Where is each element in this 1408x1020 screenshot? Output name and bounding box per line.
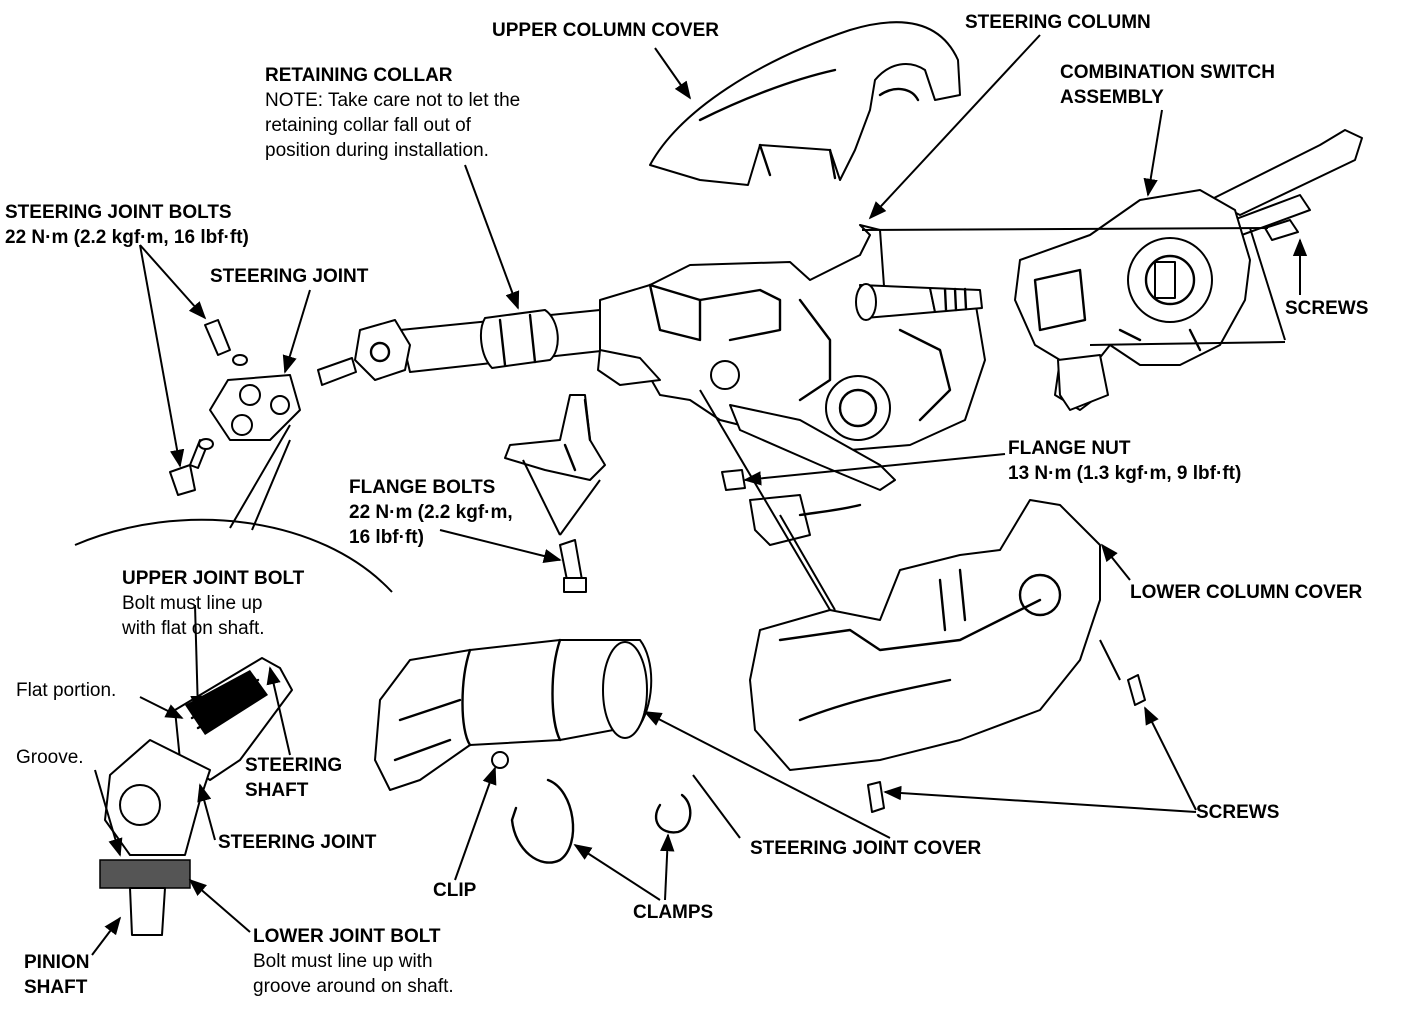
- label-flange-nut-spec: 13 N·m (1.3 kgf·m, 9 lbf·ft): [1008, 463, 1242, 484]
- label-pinion-shaft-line2: SHAFT: [24, 977, 88, 998]
- label-pinion-shaft: PINION SHAFT: [24, 950, 89, 1000]
- label-steering-joint-bolts: STEERING JOINT BOLTS 22 N·m (2.2 kgf·m, …: [5, 200, 249, 250]
- label-steering-shaft: STEERING SHAFT: [245, 753, 342, 803]
- label-steering-column: STEERING COLUMN: [965, 12, 1151, 33]
- label-clamps: CLAMPS: [633, 902, 714, 923]
- label-flange-bolts: FLANGE BOLTS 22 N·m (2.2 kgf·m, 16 lbf·f…: [349, 475, 513, 550]
- label-retaining-collar-note-3: position during installation.: [265, 140, 489, 161]
- label-steering-joint-bottom: STEERING JOINT: [218, 832, 377, 853]
- clip-part: [491, 751, 509, 769]
- label-steering-shaft-line1: STEERING: [245, 755, 343, 776]
- label-screws-right: SCREWS: [1285, 298, 1369, 319]
- label-steering-joint-bolts-spec: 22 N·m (2.2 kgf·m, 16 lbf·ft): [5, 227, 249, 248]
- label-flat-portion: Flat portion.: [16, 680, 117, 701]
- lower-column-cover-part: [749, 499, 1101, 771]
- detail-joint-assembly: [99, 657, 293, 936]
- label-clip: CLIP: [433, 880, 477, 901]
- steering-column-part: [399, 224, 986, 491]
- label-combination-switch-line2: ASSEMBLY: [1060, 87, 1164, 108]
- label-steering-joint-bolts-title: STEERING JOINT BOLTS: [5, 202, 232, 223]
- label-steering-joint-top: STEERING JOINT: [210, 266, 369, 287]
- label-flange-nut-title: FLANGE NUT: [1008, 438, 1131, 459]
- upper-column-cover-part: [649, 21, 961, 186]
- label-steering-joint-cover: STEERING JOINT COVER: [750, 838, 982, 859]
- label-lower-joint-bolt-note-1: Bolt must line up with: [253, 951, 433, 972]
- label-groove: Groove.: [16, 747, 84, 768]
- label-retaining-collar-note-2: retaining collar fall out of: [265, 115, 471, 136]
- combination-switch-part: [1014, 129, 1363, 411]
- label-pinion-shaft-line1: PINION: [24, 952, 90, 973]
- label-screws-lower: SCREWS: [1196, 802, 1280, 823]
- label-retaining-collar-title: RETAINING COLLAR: [265, 65, 453, 86]
- label-lower-joint-bolt: LOWER JOINT BOLT Bolt must line up with …: [253, 924, 454, 999]
- label-upper-column-cover: UPPER COLUMN COVER: [492, 20, 719, 41]
- label-flange-bolts-spec-2: 16 lbf·ft): [349, 527, 424, 548]
- label-upper-joint-bolt-note-2: with flat on shaft.: [122, 618, 265, 639]
- label-upper-joint-bolt: UPPER JOINT BOLT Bolt must line up with …: [122, 566, 304, 641]
- lower-cover-screw-2: [867, 781, 885, 813]
- label-retaining-collar-note-1: NOTE: Take care not to let the: [265, 90, 521, 111]
- steering-joint-cover-part: [374, 638, 653, 791]
- label-retaining-collar: RETAINING COLLAR NOTE: Take care not to …: [265, 63, 520, 163]
- label-flange-bolts-spec-1: 22 N·m (2.2 kgf·m,: [349, 502, 513, 523]
- label-combination-switch-line1: COMBINATION SWITCH: [1060, 62, 1275, 83]
- label-lower-joint-bolt-title: LOWER JOINT BOLT: [253, 926, 441, 947]
- clamp-left-part: [510, 778, 575, 864]
- lower-cover-screw-1: [1127, 674, 1146, 706]
- steering-joint-part: [169, 319, 411, 496]
- leader-lines: [91, 34, 1308, 956]
- clamp-right-part: [654, 793, 692, 834]
- label-steering-shaft-line2: SHAFT: [245, 780, 309, 801]
- flange-nut-part: [721, 469, 746, 491]
- detail-view-frame: [74, 424, 393, 593]
- label-upper-joint-bolt-title: UPPER JOINT BOLT: [122, 568, 305, 589]
- label-lower-joint-bolt-note-2: groove around on shaft.: [253, 976, 454, 997]
- label-upper-joint-bolt-note-1: Bolt must line up: [122, 593, 263, 614]
- label-combination-switch: COMBINATION SWITCH ASSEMBLY: [1060, 60, 1275, 110]
- flange-bolt-part: [559, 539, 587, 593]
- label-lower-column-cover: LOWER COLUMN COVER: [1130, 582, 1363, 603]
- wiring-connector-part: [749, 494, 862, 546]
- switch-screw: [1264, 219, 1299, 241]
- label-flange-bolts-title: FLANGE BOLTS: [349, 477, 496, 498]
- label-flange-nut: FLANGE NUT 13 N·m (1.3 kgf·m, 9 lbf·ft): [1008, 436, 1241, 486]
